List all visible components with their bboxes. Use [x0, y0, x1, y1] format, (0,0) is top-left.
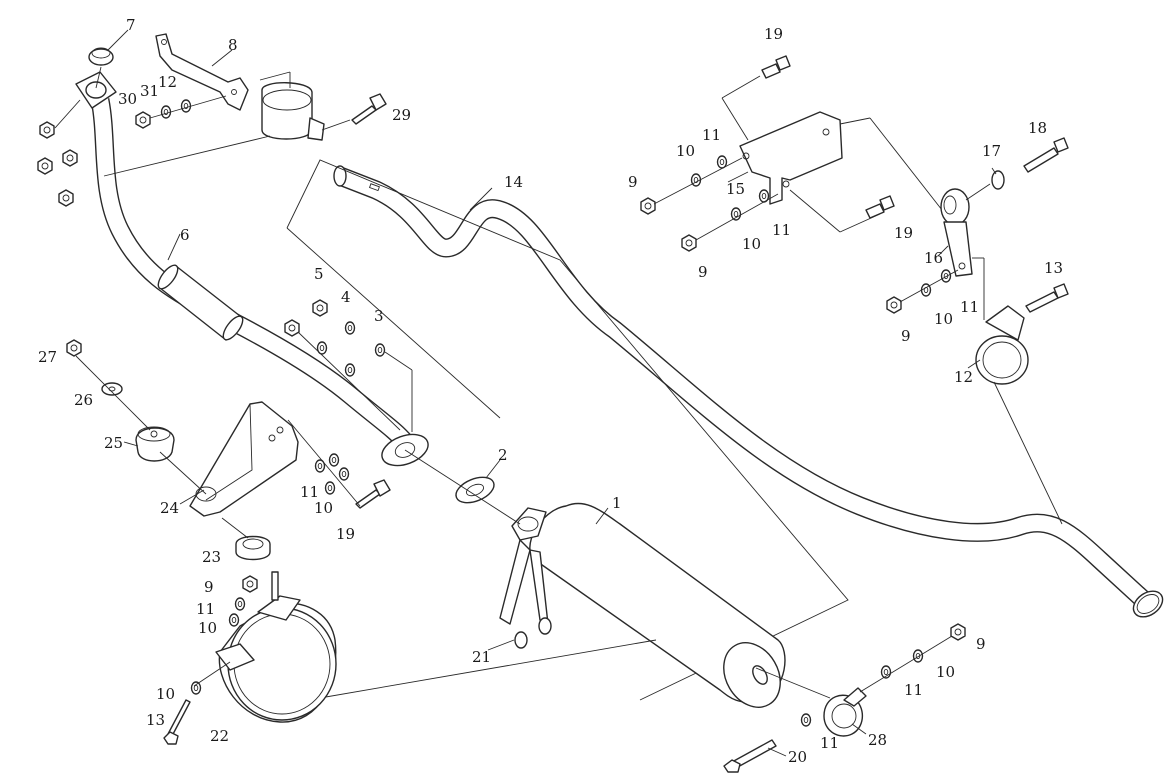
- callout-9-top: 9: [628, 173, 638, 191]
- callout-7: 7: [126, 16, 136, 34]
- tail-pipe: [333, 165, 1164, 618]
- tail-pipe-frame: [286, 159, 849, 701]
- callout-10-mid: 10: [742, 235, 761, 253]
- callout-13-right: 13: [1044, 259, 1063, 277]
- clamp-22-fasteners: [163, 575, 258, 745]
- callout-4: 4: [341, 288, 351, 306]
- callout-2: 2: [498, 446, 508, 464]
- callout-10-clamp-b: 10: [156, 685, 175, 703]
- callout-11-bottom-b: 11: [820, 734, 839, 752]
- callout-10-top: 10: [676, 142, 695, 160]
- callout-labels: 1 2 3 4 5 6 7 8 9 9 9 9 9 10 10 10 10 10…: [38, 16, 1063, 766]
- callout-19-mid: 19: [894, 224, 913, 242]
- callout-24: 24: [160, 499, 179, 517]
- callout-18: 18: [1028, 119, 1047, 137]
- callout-12-left: 12: [158, 73, 177, 91]
- callout-15: 15: [726, 180, 745, 198]
- callout-28: 28: [868, 731, 887, 749]
- bolt-13-right: [1025, 283, 1069, 313]
- front-flange-nuts: [37, 99, 81, 207]
- callout-9-left: 9: [204, 578, 214, 596]
- callout-11-bracket: 11: [300, 483, 319, 501]
- clamp-28: [823, 687, 867, 737]
- isolator-16: [940, 183, 991, 277]
- callout-9-bottom: 9: [976, 635, 986, 653]
- callout-9-mid: 9: [698, 263, 708, 281]
- callout-13-left: 13: [146, 711, 165, 729]
- callout-10-bottom: 10: [936, 663, 955, 681]
- callout-26: 26: [74, 391, 93, 409]
- callout-1: 1: [612, 494, 622, 512]
- callout-11-mid: 11: [772, 221, 791, 239]
- callout-25: 25: [104, 434, 123, 452]
- callout-10-bracket: 10: [314, 499, 333, 517]
- callout-22: 22: [210, 727, 229, 745]
- callout-27: 27: [38, 348, 57, 366]
- callout-5: 5: [314, 265, 324, 283]
- bracket-8-fasteners: [135, 95, 227, 129]
- clamp-22: [215, 571, 337, 723]
- bracket-15-fasteners: [640, 155, 779, 252]
- bracket-24: [159, 401, 299, 517]
- callout-3: 3: [374, 307, 384, 325]
- callout-11-top: 11: [702, 126, 721, 144]
- callout-30: 30: [118, 90, 137, 108]
- callout-23: 23: [202, 548, 221, 566]
- callout-29: 29: [392, 106, 411, 124]
- callout-12-right: 12: [954, 368, 973, 386]
- bolt-29: [321, 93, 387, 131]
- clamp-12-right: [975, 305, 1063, 525]
- callout-19-top: 19: [764, 25, 783, 43]
- isolator-27-26-25: [66, 339, 175, 462]
- callout-20: 20: [788, 748, 807, 766]
- callout-6: 6: [180, 226, 190, 244]
- bolt-19-mid: [865, 195, 895, 219]
- callout-10-right: 10: [934, 310, 953, 328]
- leader-lines: [107, 29, 997, 757]
- clamp-28-fasteners: [723, 623, 966, 773]
- callout-8: 8: [228, 36, 238, 54]
- callout-14: 14: [504, 173, 523, 191]
- callout-11-bottom-a: 11: [904, 681, 923, 699]
- callout-16: 16: [924, 249, 943, 267]
- callout-21: 21: [472, 648, 491, 666]
- bushing-23: [221, 517, 271, 561]
- callout-10-clamp-a: 10: [198, 619, 217, 637]
- bolt-18-washer-17: [991, 137, 1069, 190]
- callout-11-clamp: 11: [196, 600, 215, 618]
- callout-11-right: 11: [960, 298, 979, 316]
- flange-fasteners: [284, 299, 413, 432]
- bolt-19-top: [721, 55, 791, 141]
- bracket-15: [739, 111, 943, 233]
- sleeve-7: [88, 47, 114, 89]
- muffler: [319, 502, 831, 708]
- callout-31: 31: [140, 82, 159, 100]
- callout-17: 17: [982, 142, 1001, 160]
- gasket-2: [404, 449, 521, 525]
- callout-9-right: 9: [901, 327, 911, 345]
- front-exhaust-pipe: [75, 71, 429, 467]
- bracket-8: [103, 33, 325, 177]
- callout-19-bracket: 19: [336, 525, 355, 543]
- isolator-16-fasteners: [886, 257, 985, 320]
- bracket-24-fasteners: [287, 419, 391, 509]
